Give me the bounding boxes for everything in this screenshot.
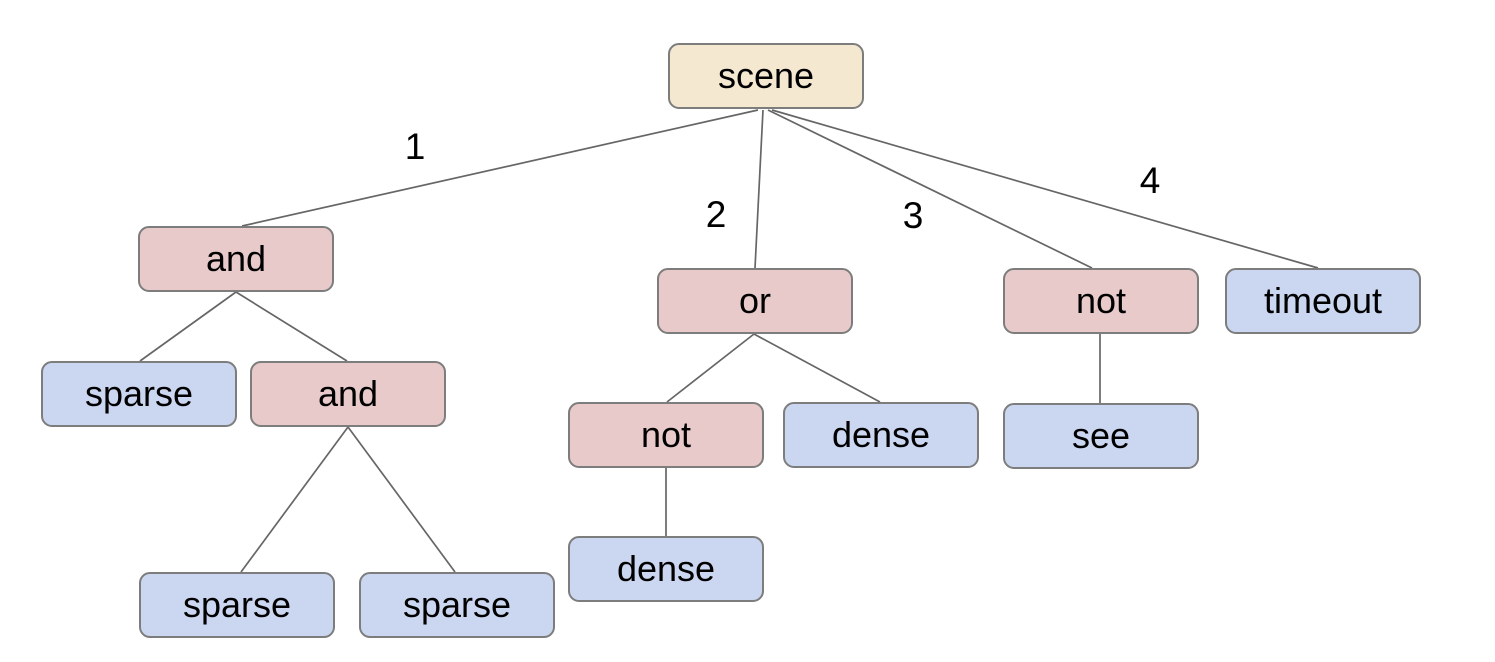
node-or-1: or bbox=[657, 268, 853, 334]
node-sparse-2: sparse bbox=[139, 572, 335, 638]
edge-label-2: 2 bbox=[705, 194, 727, 235]
edge-label-1: 1 bbox=[404, 126, 426, 167]
node-see-1: see bbox=[1003, 403, 1199, 469]
edge-and2-sparse2 bbox=[240, 426, 349, 573]
edge-label-3: 3 bbox=[902, 195, 924, 236]
node-timeout-1: timeout bbox=[1225, 268, 1421, 334]
node-not-2: not bbox=[1003, 268, 1199, 334]
edge-or-not bbox=[666, 333, 755, 403]
edge-and2-sparse3 bbox=[347, 426, 456, 573]
node-dense-2: dense bbox=[568, 536, 764, 602]
edge-scene-or bbox=[754, 109, 764, 269]
node-sparse-3: sparse bbox=[359, 572, 555, 638]
node-not-1: not bbox=[568, 402, 764, 468]
edge-scene-not bbox=[767, 109, 1093, 269]
node-sparse-1: sparse bbox=[41, 361, 237, 427]
node-and-1: and bbox=[138, 226, 334, 292]
edge-scene-and bbox=[241, 109, 759, 227]
edge-label-4: 4 bbox=[1139, 160, 1161, 201]
node-scene: scene bbox=[668, 43, 864, 109]
edge-or-dense bbox=[753, 333, 881, 403]
node-dense-1: dense bbox=[783, 402, 979, 468]
node-and-2: and bbox=[250, 361, 446, 427]
edge-scene-timeout bbox=[771, 109, 1319, 269]
edge-and-and bbox=[235, 291, 348, 362]
edge-and-sparse bbox=[139, 291, 237, 362]
